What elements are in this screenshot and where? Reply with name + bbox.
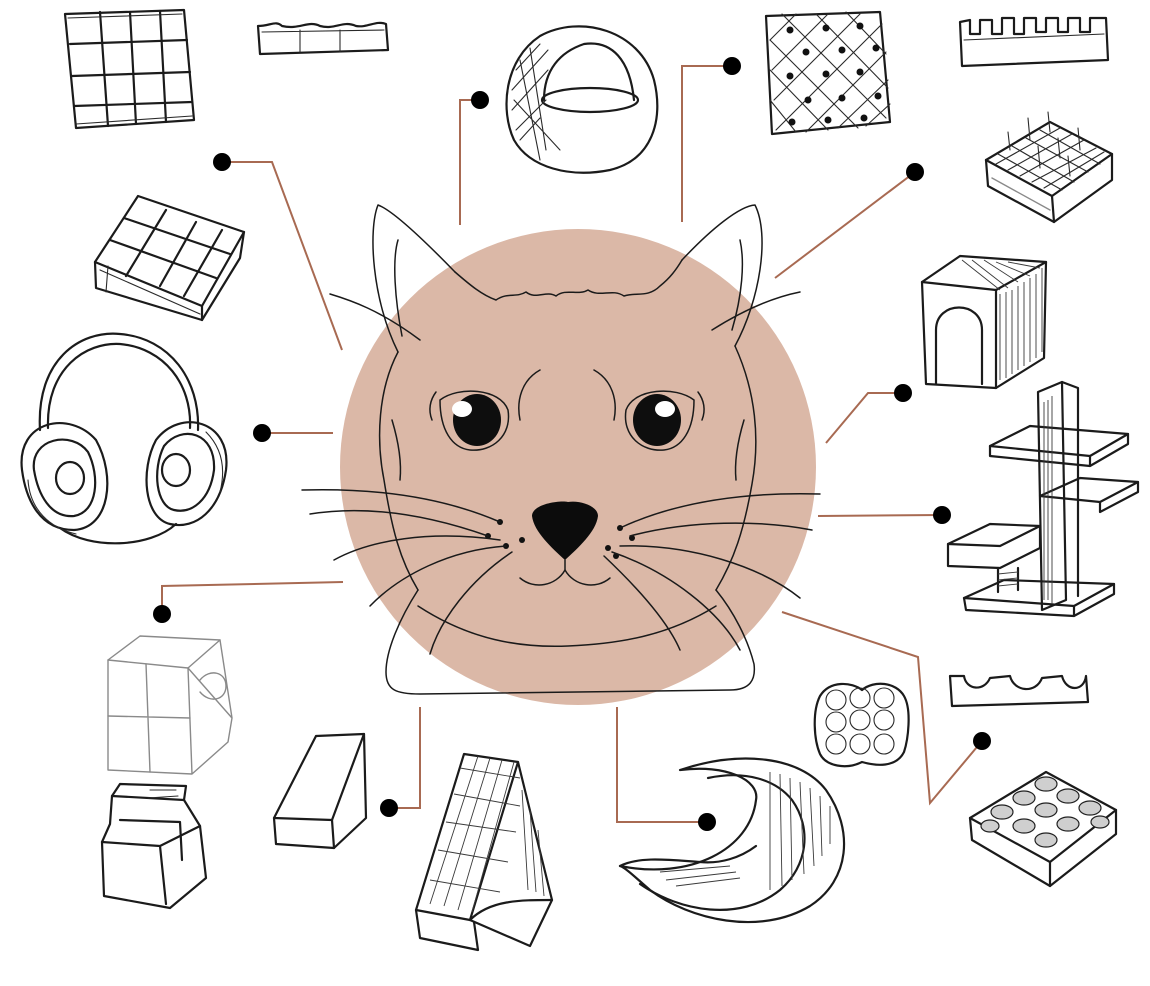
cube-stack-icon xyxy=(100,635,233,910)
dot-right xyxy=(933,506,951,524)
bumpy-mat-top-icon xyxy=(813,682,910,768)
connector-right-upper xyxy=(774,171,916,279)
dot-bottom-left xyxy=(380,799,398,817)
connector-left-lower xyxy=(161,581,344,614)
wavy-strip-top-icon xyxy=(256,21,390,56)
dot-left-lower xyxy=(153,605,171,623)
connector-bottom-left xyxy=(389,707,421,809)
bumpy-tray-3d-icon xyxy=(968,770,1118,888)
connector-lines xyxy=(161,65,983,823)
dot-bottom-center xyxy=(698,813,716,831)
crosshatch-tile-icon xyxy=(764,10,892,136)
pod-bed-icon xyxy=(505,25,659,174)
crescent-moon-bed-icon xyxy=(618,757,846,924)
dot-right-lower xyxy=(973,732,991,750)
dot-right-upper xyxy=(906,163,924,181)
scalloped-strip-icon xyxy=(948,674,1090,708)
connector-dots xyxy=(153,57,991,831)
spiked-tray-icon xyxy=(984,111,1114,224)
grid-block-3d-icon xyxy=(93,194,246,322)
connector-bottom-center xyxy=(616,707,707,823)
connector-right xyxy=(817,514,943,517)
connector-top-right xyxy=(681,65,732,222)
dot-left xyxy=(253,424,271,442)
dot-top-center xyxy=(471,91,489,109)
oval-loop-bed-icon xyxy=(20,332,228,545)
dot-top-right xyxy=(723,57,741,75)
dot-right-mid xyxy=(894,384,912,402)
dot-top-left xyxy=(213,153,231,171)
cat-face-icon xyxy=(301,204,821,695)
ramp-block-icon xyxy=(272,732,368,850)
connector-top-left xyxy=(222,161,343,351)
tall-hatched-ramp-icon xyxy=(414,752,554,952)
center-circle xyxy=(340,229,816,705)
connector-top-center xyxy=(459,99,480,225)
comb-strip-icon xyxy=(958,16,1110,68)
shelf-tower-icon xyxy=(946,380,1140,618)
grid-tile-top-icon xyxy=(63,8,196,130)
connector-right-lower xyxy=(781,611,983,806)
connector-right-mid xyxy=(825,392,903,444)
tunnel-box-icon xyxy=(920,254,1048,390)
